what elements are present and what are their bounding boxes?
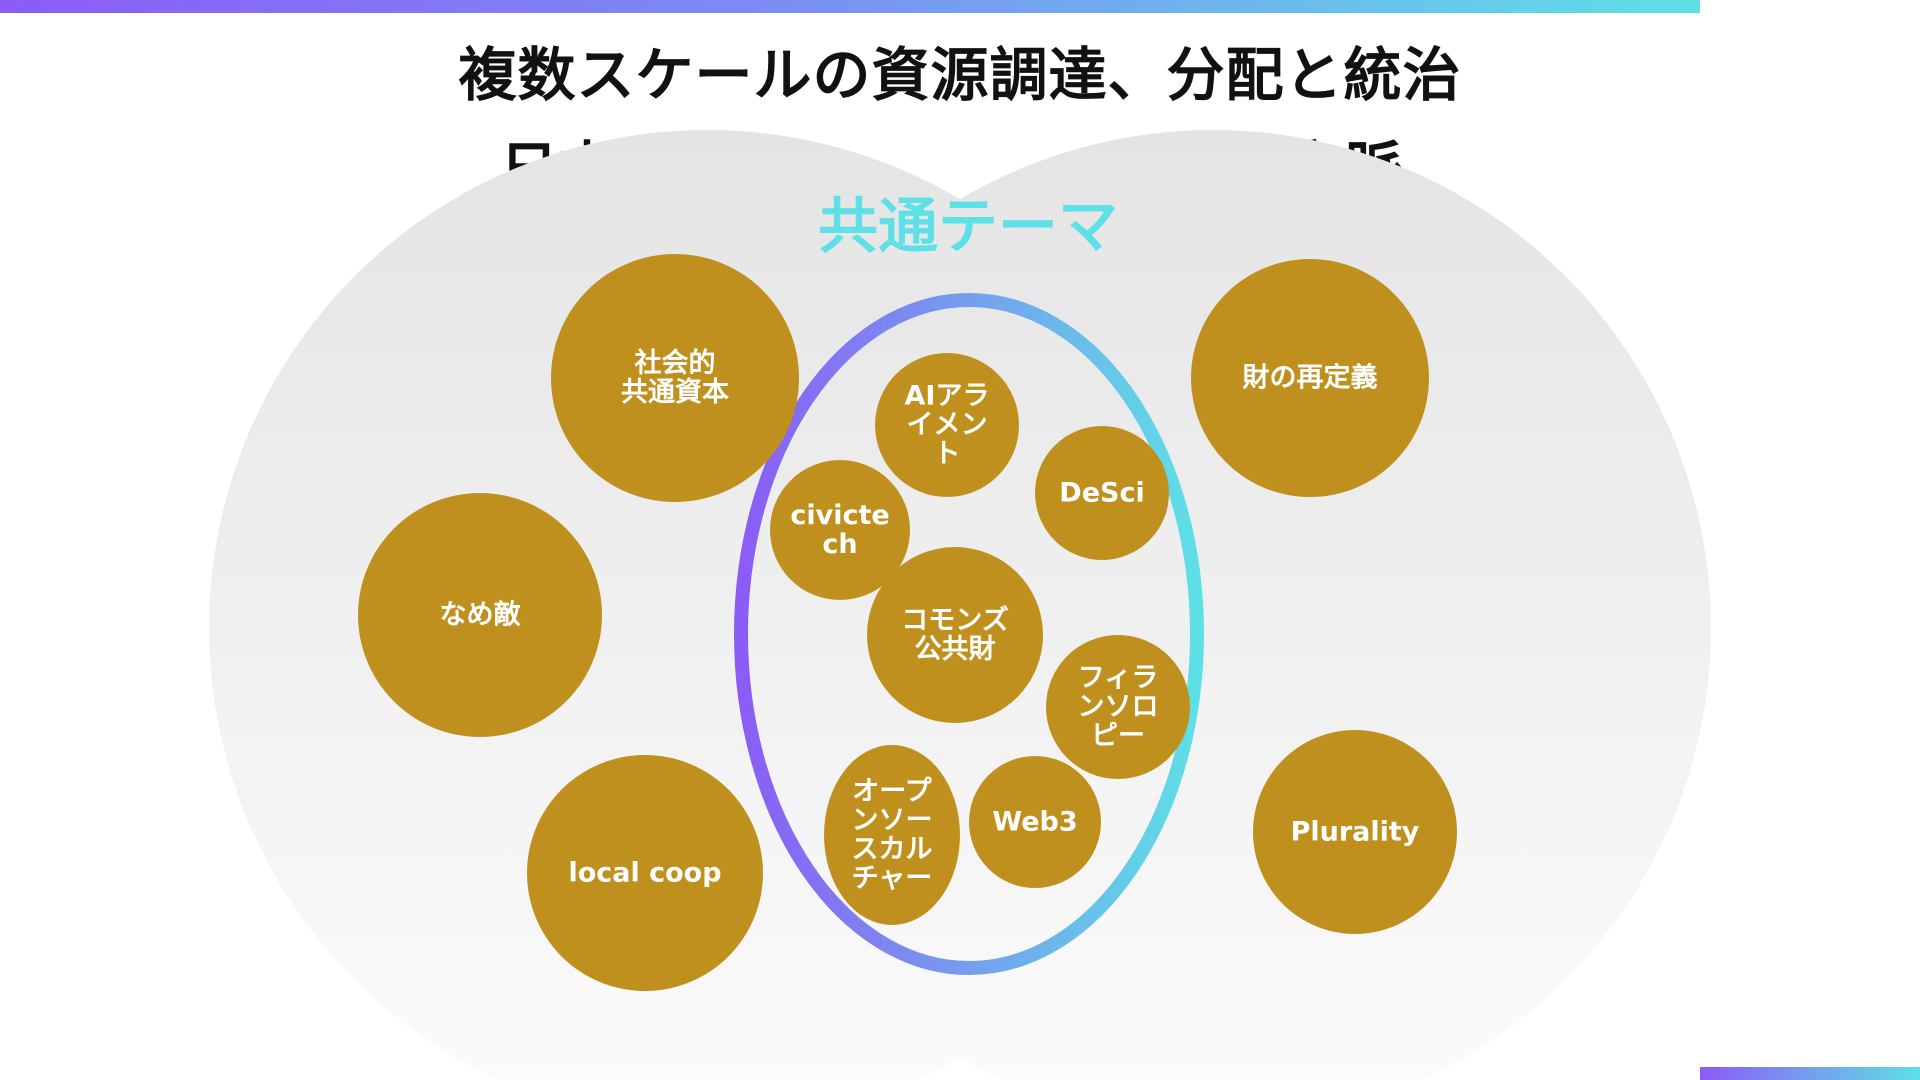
topic-node-label: Web3 <box>992 807 1077 838</box>
topic-node-label: オープ <box>852 776 932 807</box>
topic-node-label: ンソー <box>852 805 933 836</box>
topic-node-local-coop: local coop <box>527 755 763 991</box>
topic-node-circle <box>527 755 763 991</box>
topic-node-nameteki: なめ敵 <box>358 493 602 737</box>
topic-node-label: イメン <box>907 410 988 441</box>
common-theme-label: 共通テーマ <box>818 192 1118 262</box>
topic-node-circle <box>551 254 799 502</box>
topic-node-circle <box>1253 730 1457 934</box>
topic-node-label: フィラ <box>1078 662 1158 693</box>
topic-node-circle <box>1191 259 1429 497</box>
topic-node-label: DeSci <box>1059 478 1144 509</box>
topic-node-label: AIアラ <box>905 380 990 411</box>
topic-node-label: ピー <box>1091 721 1145 752</box>
bottom-accent-bar <box>1700 1067 1920 1080</box>
topic-node-label: 共通資本 <box>621 377 729 408</box>
topic-node-redefine-goods: 財の再定義 <box>1191 259 1429 497</box>
topic-node-circle <box>867 547 1043 723</box>
topic-node-label: なめ敵 <box>440 599 522 631</box>
top-accent-bar <box>0 0 1700 13</box>
topic-node-desci: DeSci <box>1035 426 1169 560</box>
topic-node-label: 社会的 <box>635 347 716 379</box>
topic-node-circle <box>824 745 960 925</box>
slide-title: 複数スケールの資源調達、分配と統治 <box>458 41 1462 109</box>
topic-node-circle <box>875 353 1019 497</box>
topic-node-label: Plurality <box>1291 817 1420 848</box>
topic-node-web3: Web3 <box>969 756 1101 888</box>
common-theme-ring <box>734 293 1204 975</box>
topic-node-label: コモンズ <box>901 604 1008 636</box>
topic-node-label: 公共財 <box>915 634 996 665</box>
topic-node-label: ンソロ <box>1078 692 1159 723</box>
topic-node-circle <box>358 493 602 737</box>
topic-node-circle <box>969 756 1101 888</box>
topic-node-label: 財の再定義 <box>1243 362 1378 394</box>
topic-node-label: スカル <box>852 834 933 865</box>
topic-node-label: チャー <box>852 863 933 894</box>
topic-node-circle <box>1046 635 1190 779</box>
topic-node-label: civicte <box>790 500 889 531</box>
topic-node-label: local coop <box>568 858 721 889</box>
topic-node-plurality: Plurality <box>1253 730 1457 934</box>
topic-node-label: ch <box>822 529 857 560</box>
topic-node-label: ト <box>934 439 961 470</box>
topic-node-circle <box>770 460 910 600</box>
topic-node-circle <box>1035 426 1169 560</box>
